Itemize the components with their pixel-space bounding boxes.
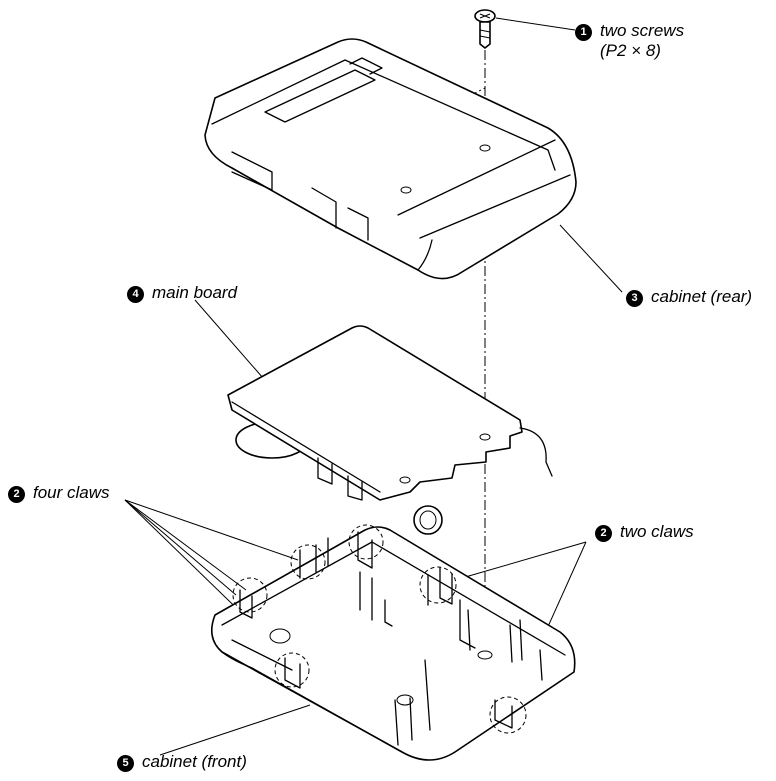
step-number-badge: 1 — [575, 24, 592, 41]
label-subtext: (P2 × 8) — [600, 41, 661, 60]
label-cabinet-front: 5 cabinet (front) — [117, 752, 247, 772]
step-number-badge: 5 — [117, 755, 134, 772]
screw-icon — [474, 9, 496, 49]
leader-lines — [124, 17, 623, 756]
cabinet-front — [210, 526, 576, 761]
step-number-badge: 4 — [127, 286, 144, 303]
label-two-screws: 1 two screws (P2 × 8) — [575, 21, 684, 61]
claw-markers — [232, 524, 527, 734]
label-two-claws: 2 two claws — [595, 522, 694, 542]
label-text: four claws — [33, 483, 110, 502]
cabinet-rear — [204, 38, 577, 280]
step-number-badge: 2 — [595, 525, 612, 542]
step-number-badge: 2 — [8, 486, 25, 503]
label-main-board: 4 main board — [127, 283, 237, 303]
label-text: main board — [152, 283, 238, 302]
label-text: two claws — [620, 522, 694, 541]
label-four-claws: 2 four claws — [8, 483, 110, 503]
label-text: cabinet (front) — [142, 752, 247, 771]
label-text: cabinet (rear) — [651, 287, 753, 306]
label-text: two screws — [600, 21, 685, 40]
label-cabinet-rear: 3 cabinet (rear) — [626, 287, 752, 307]
step-number-badge: 3 — [626, 290, 643, 307]
main-board — [227, 325, 553, 535]
